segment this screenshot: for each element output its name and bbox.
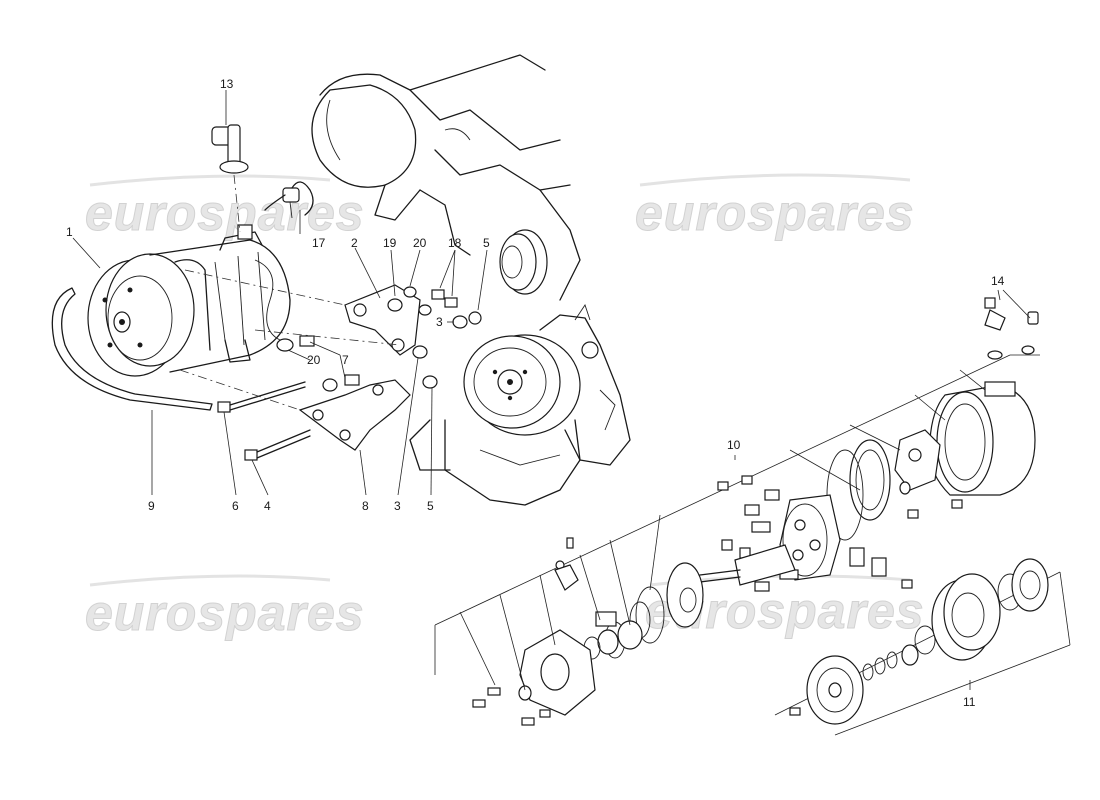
callout-8: 8: [362, 499, 369, 513]
callout-2: 2: [351, 236, 358, 250]
callout-19: 19: [383, 236, 397, 250]
pulley-main: [463, 334, 581, 436]
callout-20-lower: 20: [307, 353, 321, 367]
fitting-13: [211, 124, 249, 233]
washers-19-20-18: [276, 286, 482, 392]
drive-belt-9: [51, 287, 213, 411]
watermark-top-right: eurospares: [635, 185, 915, 241]
watermark-bottom-right: eurospares: [645, 583, 925, 639]
callout-leaders: [72, 90, 1031, 690]
bracket-8: [298, 379, 411, 451]
callout-7: 7: [342, 353, 349, 367]
compressor-unit: [87, 224, 291, 377]
callout-10: 10: [727, 438, 741, 452]
pulley-upper: [499, 229, 548, 295]
callout-1: 1: [66, 225, 73, 239]
callout-18: 18: [448, 236, 462, 250]
callout-11: 11: [963, 695, 976, 709]
assembly-lines-left: [179, 269, 401, 411]
callout-14: 14: [991, 274, 1005, 288]
watermark-bottom-left: eurospares: [85, 585, 365, 641]
callout-3-upper: 3: [436, 315, 443, 329]
bolt-4: [244, 429, 311, 461]
callout-3-lower: 3: [394, 499, 401, 513]
callout-labels: 13 1 17 2 19 20 18 5 3 20 7 9 6 4 8 3 5 …: [66, 77, 1005, 709]
callout-4: 4: [264, 499, 271, 513]
callout-13: 13: [220, 77, 234, 91]
callout-6: 6: [232, 499, 239, 513]
callout-17: 17: [312, 236, 326, 250]
watermark-top-left: eurospares: [85, 185, 365, 241]
pump-housing: [539, 303, 631, 466]
watermark-group: eurospares eurospares eurospares eurospa…: [85, 173, 925, 642]
callout-9: 9: [148, 499, 155, 513]
callout-5-upper: 5: [483, 236, 490, 250]
exploded-parts: [434, 297, 1071, 736]
callout-5-lower: 5: [427, 499, 434, 513]
callout-20-upper: 20: [413, 236, 427, 250]
switch-17: [264, 181, 314, 219]
